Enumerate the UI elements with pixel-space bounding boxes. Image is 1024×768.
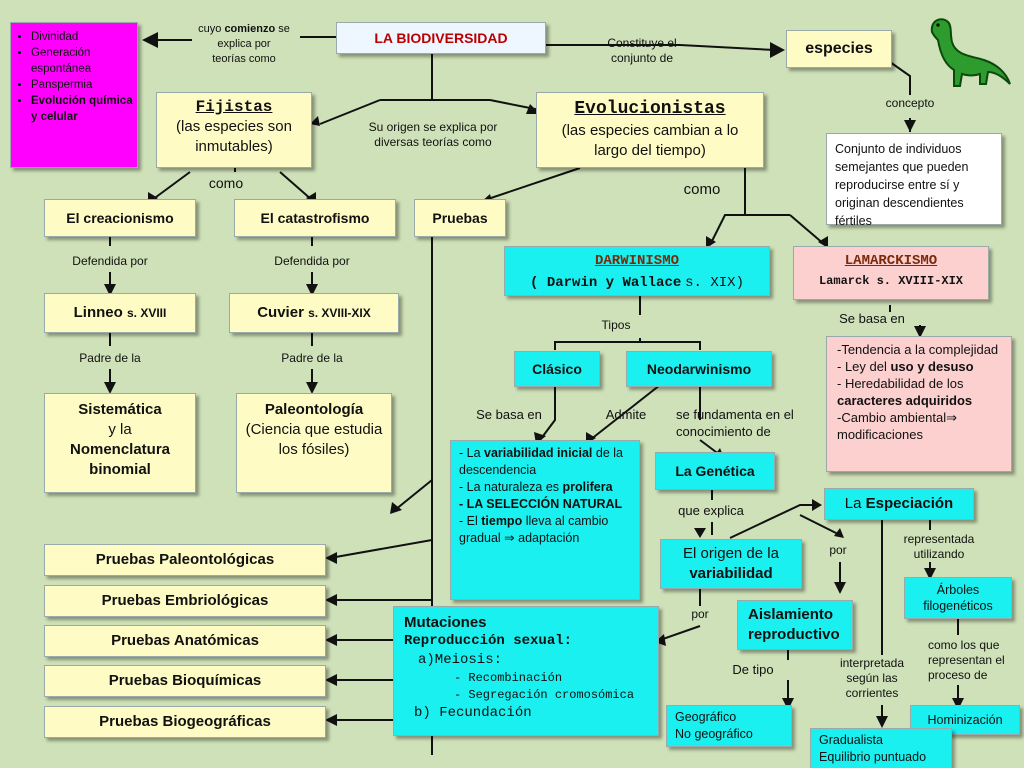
mutaciones-box: Mutaciones Reproducción sexual: a)Meiosi… [393,606,659,736]
neodarwinismo-box: Neodarwinismo [626,351,772,387]
paleontologia-box: Paleontología(Ciencia que estudia los fó… [236,393,392,493]
darwin-points: - La variabilidad inicial de la descende… [450,440,640,600]
pruebas-paleontologicas: Pruebas Paleontológicas [44,544,326,576]
link-defendida-1: Defendida por [72,254,148,268]
link-por-2: por [691,607,709,621]
theory-item: Evolución química y celular [31,93,133,125]
theories-list: Divinidad Generación espontánea Pansperm… [10,22,138,168]
fijistas-title: Fijistas [195,98,273,116]
link-de-tipo: De tipo [732,662,774,677]
theory-item: Generación espontánea [31,45,133,77]
link-cuyo-comienzo: cuyo comienzo se explica por teorías com… [198,23,290,65]
creacionismo-box: El creacionismo [44,199,196,237]
catastrofismo-box: El catastrofismo [234,199,396,237]
main-title: LA BIODIVERSIDAD [336,22,546,54]
link-concepto: concepto [885,96,935,110]
lamarck-points: -Tendencia a la complejidad - Ley del us… [826,336,1012,472]
theory-item: Divinidad [31,29,133,45]
link-representada: representada utilizando [903,532,975,561]
evolucionistas-box: Evolucionistas (las especies cambian a l… [536,92,764,168]
link-su-origen: Su origen se explica por diversas teoría… [368,120,498,149]
link-por-1: por [829,543,847,557]
link-se-fundamenta: se fundamenta en el conocimiento de [676,407,794,439]
link-padre-1: Padre de la [79,351,141,365]
especies-definition: Conjunto de individuos semejantes que pu… [826,133,1002,228]
link-interpretada: interpretada según las corrientes [839,656,905,700]
especies-box: especies [786,30,892,68]
link-se-basa-en-2: Se basa en [839,311,905,326]
pruebas-anatomicas: Pruebas Anatómicas [44,625,326,657]
pruebas-box: Pruebas [414,199,506,237]
fijistas-box: Fijistas (las especies son inmutables) [156,92,312,168]
especiacion-box: La Especiación [824,488,974,520]
link-como-right: como [683,181,721,198]
link-tipos: Tipos [601,318,631,332]
evolucionistas-title: Evolucionistas [574,99,726,119]
dinosaur-icon [930,18,1011,87]
arboles-box: Árboles filogenéticos [904,577,1012,619]
lamarckismo-box: LAMARCKISMO Lamarck s. XVIII-XIX [793,246,989,300]
link-padre-2: Padre de la [281,351,343,365]
link-constituye: Constituye el conjunto de [607,36,677,65]
link-admite: Admite [605,407,647,422]
theory-item: Panspermia [31,77,133,93]
linneo-box: Linneo s. XVIII [44,293,196,333]
evolucionistas-desc: (las especies cambian a lo largo del tie… [561,122,739,159]
darwinismo-box: DARWINISMO ( Darwin y Wallace s. XIX) [504,246,770,296]
link-que-explica: que explica [678,503,744,518]
pruebas-biogeograficas: Pruebas Biogeográficas [44,706,326,738]
link-como-los-que: como los que representan el proceso de [928,638,1005,682]
pruebas-bioquimicas: Pruebas Bioquímicas [44,665,326,697]
clasico-box: Clásico [514,351,600,387]
link-defendida-2: Defendida por [274,254,350,268]
pruebas-embriologicas: Pruebas Embriológicas [44,585,326,617]
cuvier-box: Cuvier s. XVIII-XIX [229,293,399,333]
fijistas-desc: (las especies son inmutables) [176,118,292,155]
genetica-box: La Genética [655,452,775,490]
link-como-left: como [208,175,244,191]
link-se-basa-en-1: Se basa en [476,407,542,422]
